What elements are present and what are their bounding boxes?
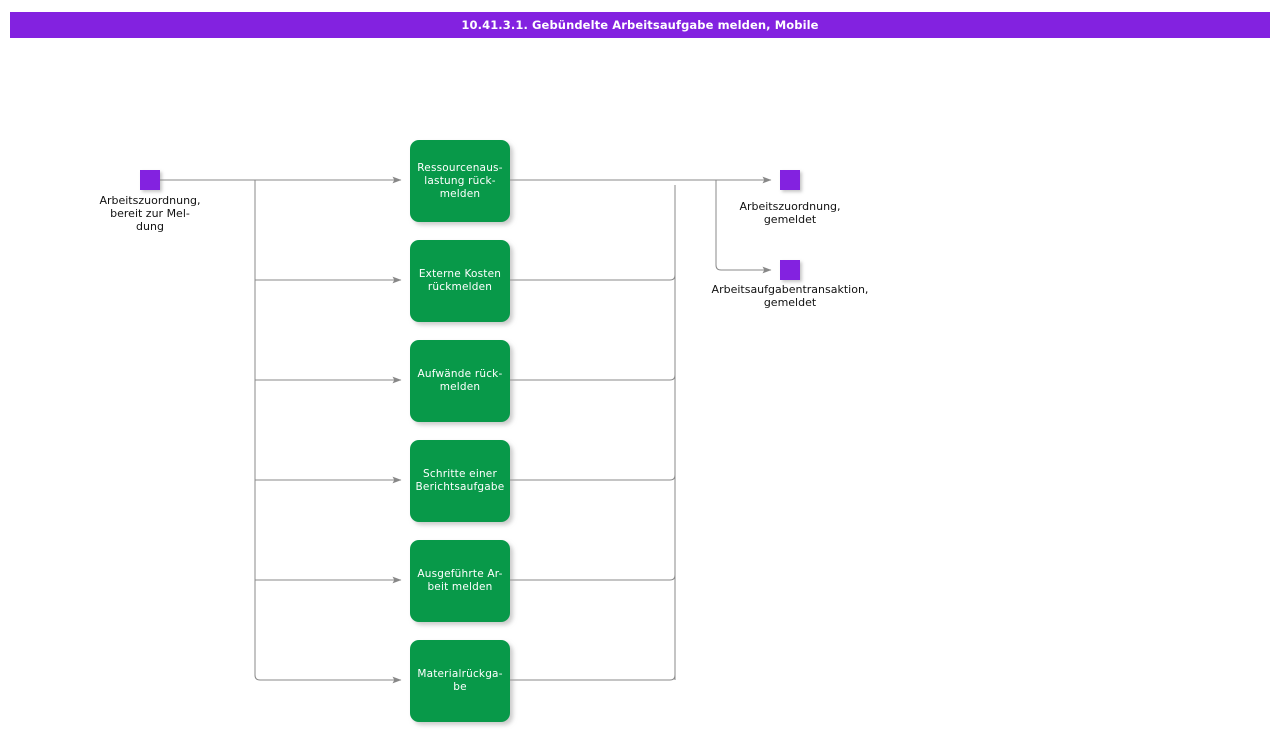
function-label: Aufwände rück- melden bbox=[417, 368, 503, 393]
function-label: Ausgeführte Ar- beit melden bbox=[417, 568, 503, 593]
function-schritte-einer-berichtsaufgabe[interactable]: Schritte einer Berichtsaufgabe bbox=[410, 440, 510, 522]
edge-merge-ausgefuehrte-arbeit bbox=[510, 574, 676, 581]
start-event-arbeitszuordnung-bereit[interactable] bbox=[140, 170, 160, 190]
function-label: Externe Kosten rückmelden bbox=[418, 268, 502, 293]
function-label: Ressourcenaus- lastung rück- melden bbox=[417, 161, 503, 200]
end-event-arbeitszuordnung-gemeldet-label: Arbeitszuordnung, gemeldet bbox=[739, 200, 841, 226]
end-event-arbeitszuordnung-gemeldet[interactable] bbox=[780, 170, 800, 190]
function-ausgefuehrte-arbeit-melden[interactable]: Ausgeführte Ar- beit melden bbox=[410, 540, 510, 622]
end-event-arbeitsaufgabentransaktion-gemeldet[interactable] bbox=[780, 260, 800, 280]
edge-fanout-trunk bbox=[254, 180, 402, 684]
page-title: 10.41.3.1. Gebündelte Arbeitsaufgabe mel… bbox=[461, 18, 819, 32]
edge-merge-materialrueckgabe bbox=[510, 674, 676, 681]
function-ressourcenauslastung-ruckmelden[interactable]: Ressourcenaus- lastung rück- melden bbox=[410, 140, 510, 222]
start-event-arbeitszuordnung-bereit-label: Arbeitszuordnung, bereit zur Mel- dung bbox=[99, 194, 201, 233]
function-materialrueckgabe[interactable]: Materialrückga- be bbox=[410, 640, 510, 722]
end-event-arbeitsaufgabentransaktion-gemeldet-label: Arbeitsaufgabentransaktion, gemeldet bbox=[711, 283, 869, 309]
function-label: Schritte einer Berichtsaufgabe bbox=[415, 468, 505, 493]
function-aufwaende-ruckmelden[interactable]: Aufwände rück- melden bbox=[410, 340, 510, 422]
function-label: Materialrückga- be bbox=[417, 668, 503, 693]
edge-merge-aufwaende bbox=[510, 374, 676, 381]
edge-merge-externe-kosten bbox=[510, 274, 676, 281]
function-externe-kosten-ruckmelden[interactable]: Externe Kosten rückmelden bbox=[410, 240, 510, 322]
title-bar: 10.41.3.1. Gebündelte Arbeitsaufgabe mel… bbox=[10, 12, 1270, 38]
edge-merge-schritte bbox=[510, 474, 676, 481]
